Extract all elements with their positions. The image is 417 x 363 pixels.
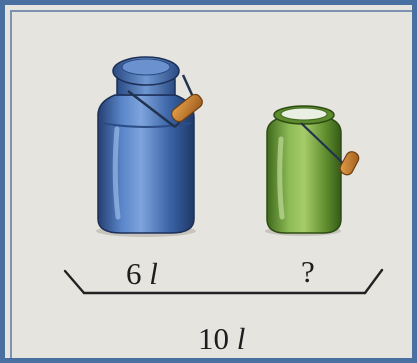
blue-can-amount: 6 <box>126 256 142 291</box>
total-amount-label: 10 l <box>198 323 245 354</box>
blue-can-unit: l <box>149 256 158 291</box>
green-milk-can <box>265 105 360 236</box>
milk-cans-illustration <box>63 56 384 295</box>
blue-milk-can <box>96 56 203 237</box>
total-amount: 10 <box>198 321 229 356</box>
green-can-amount-label: ? <box>301 256 315 287</box>
green-can-amount: ? <box>301 254 315 289</box>
total-unit: l <box>236 321 246 356</box>
blue-can-amount-label: 6 l <box>126 258 158 289</box>
total-brace <box>63 268 384 295</box>
frame-inner-edge <box>10 10 412 358</box>
